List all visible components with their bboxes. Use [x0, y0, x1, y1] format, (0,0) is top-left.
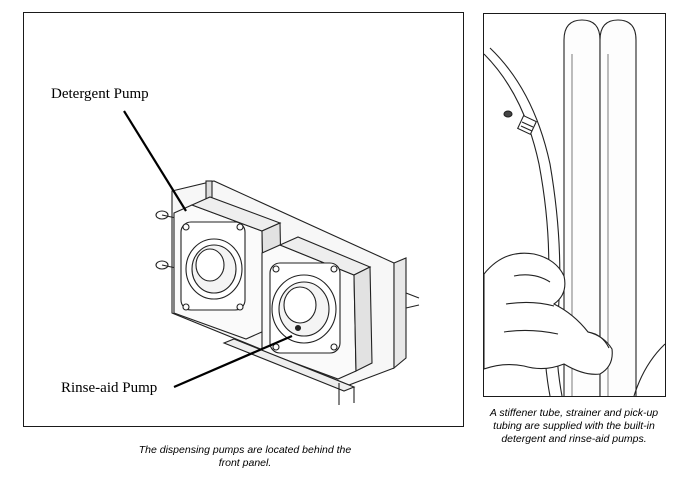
right-caption-line-2: tubing are supplied with the built-in: [493, 420, 655, 432]
right-figure-caption: A stiffener tube, strainer and pick-up t…: [474, 407, 674, 446]
left-caption-line-1: The dispensing pumps are located behind …: [138, 444, 352, 456]
tubing-illustration-frame: [483, 13, 666, 397]
left-figure-caption: The dispensing pumps are located behind …: [110, 444, 380, 470]
left-caption-line-2: front panel.: [218, 457, 272, 469]
tubing-drawing: [484, 19, 665, 396]
detergent-pump-label: Detergent Pump: [51, 86, 149, 102]
rinse-aid-pump-label: Rinse-aid Pump: [61, 380, 158, 396]
rinse-aid-pump-pointer: [173, 334, 293, 389]
detergent-pump-pointer: [123, 110, 187, 212]
right-caption-line-3: detergent and rinse-aid pumps.: [501, 433, 647, 445]
right-caption-line-1: A stiffener tube, strainer and pick-up: [489, 407, 659, 419]
pump-illustration-frame: Detergent Pump Rinse-aid Pump: [23, 12, 464, 427]
pump-assembly-drawing: [123, 110, 420, 405]
